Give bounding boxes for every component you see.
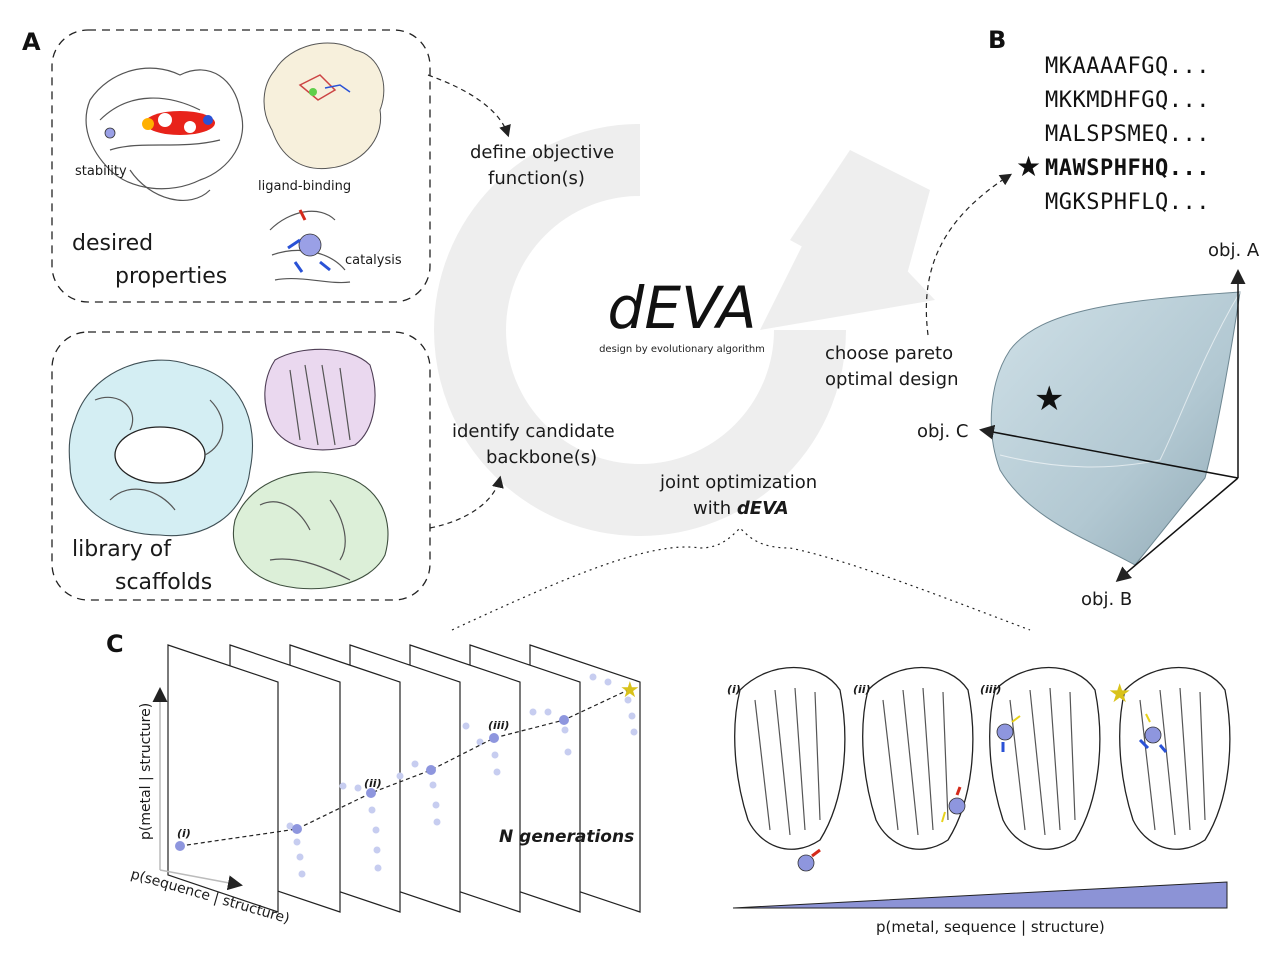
structure-label-iii: (iii): [980, 683, 1001, 696]
selected-star-icon: ★: [1016, 150, 1041, 183]
catalysis-illustration: [270, 210, 350, 283]
pink-scaffold-illustration: [265, 349, 375, 450]
choose-pareto-line1: choose pareto: [825, 343, 953, 364]
structure-label-i: (i): [727, 683, 741, 696]
desired-properties-title-line2: properties: [115, 264, 227, 289]
structure-label-ii: (ii): [853, 683, 871, 696]
ligand-binding-label: ligand-binding: [258, 179, 351, 194]
structure-series: (i) (ii) (iii) ★: [727, 668, 1230, 872]
c-y-axis-label: p(metal | structure): [138, 703, 154, 840]
n-generations-label: N generations: [499, 827, 634, 847]
deva-title: dEVA: [608, 274, 757, 342]
define-objective-line1: define objective: [470, 142, 614, 163]
bracket: [452, 528, 1030, 630]
likelihood-wedge: [733, 882, 1227, 908]
final-structure-star-icon: ★: [1108, 679, 1131, 709]
panel-letter-c: C: [106, 630, 124, 658]
obj-c-label: obj. C: [917, 421, 968, 442]
sequence-1: MKAAAAFGQ...: [1045, 54, 1210, 79]
structure-iii: [990, 668, 1100, 850]
panel-letter-a: A: [22, 28, 41, 56]
trajectory-label-ii: (ii): [364, 777, 382, 790]
pareto-star-icon: ★: [1034, 379, 1064, 419]
choose-pareto-line2: optimal design: [825, 369, 959, 390]
trajectory-label-i: (i): [177, 827, 191, 840]
joint-optimization-line1: joint optimization: [659, 472, 817, 493]
scaffolds-title-line2: scaffolds: [115, 570, 212, 595]
obj-b-label: obj. B: [1081, 589, 1132, 610]
sequence-4-selected: MAWSPHFHQ...: [1045, 156, 1210, 181]
structure-i: [735, 668, 845, 872]
sequence-5: MGKSPHFLQ...: [1045, 190, 1210, 215]
pareto-plot: ★ obj. A obj. C obj. B: [917, 240, 1260, 610]
desired-properties-box: stability ligand-binding catalysis desir…: [52, 30, 430, 302]
define-arrow: [428, 75, 508, 135]
final-star-icon: ★: [620, 678, 640, 703]
identify-arrow: [430, 478, 500, 528]
scaffolds-box: library of scaffolds: [52, 332, 430, 600]
ligand-binding-illustration: [264, 43, 384, 169]
obj-a-label: obj. A: [1208, 240, 1260, 261]
panel-letter-b: B: [988, 26, 1006, 54]
identify-backbone-line1: identify candidate: [452, 421, 615, 442]
joint-optimization-deva: dEVA: [737, 498, 789, 519]
deva-subtitle: design by evolutionary algorithm: [599, 344, 765, 355]
sequence-2: MKKMDHFGQ...: [1045, 88, 1210, 113]
scaffolds-title-line1: library of: [72, 537, 172, 562]
desired-properties-title-line1: desired: [72, 231, 153, 256]
identify-backbone-line2: backbone(s): [486, 447, 597, 468]
choose-arrow: [926, 175, 1010, 335]
joint-optimization-line2: with dEVA: [693, 498, 789, 519]
trajectory-label-iii: (iii): [488, 719, 509, 732]
generation-frames: [168, 645, 640, 912]
sequence-3: MALSPSMEQ...: [1045, 122, 1210, 147]
cyan-scaffold-illustration: [69, 360, 252, 536]
catalysis-label: catalysis: [345, 253, 402, 268]
structure-final: [1120, 668, 1230, 850]
structure-ii: [863, 668, 973, 850]
joint-optimization-prefix: with: [693, 498, 737, 519]
sequence-list: MKAAAAFGQ... MKKMDHFGQ... MALSPSMEQ... ★…: [1016, 54, 1210, 215]
define-objective-line2: function(s): [488, 168, 585, 189]
stability-label: stability: [75, 164, 127, 179]
gradient-label: p(metal, sequence | structure): [876, 918, 1105, 936]
green-scaffold-illustration: [233, 472, 388, 589]
stability-protein-illustration: [86, 68, 243, 200]
